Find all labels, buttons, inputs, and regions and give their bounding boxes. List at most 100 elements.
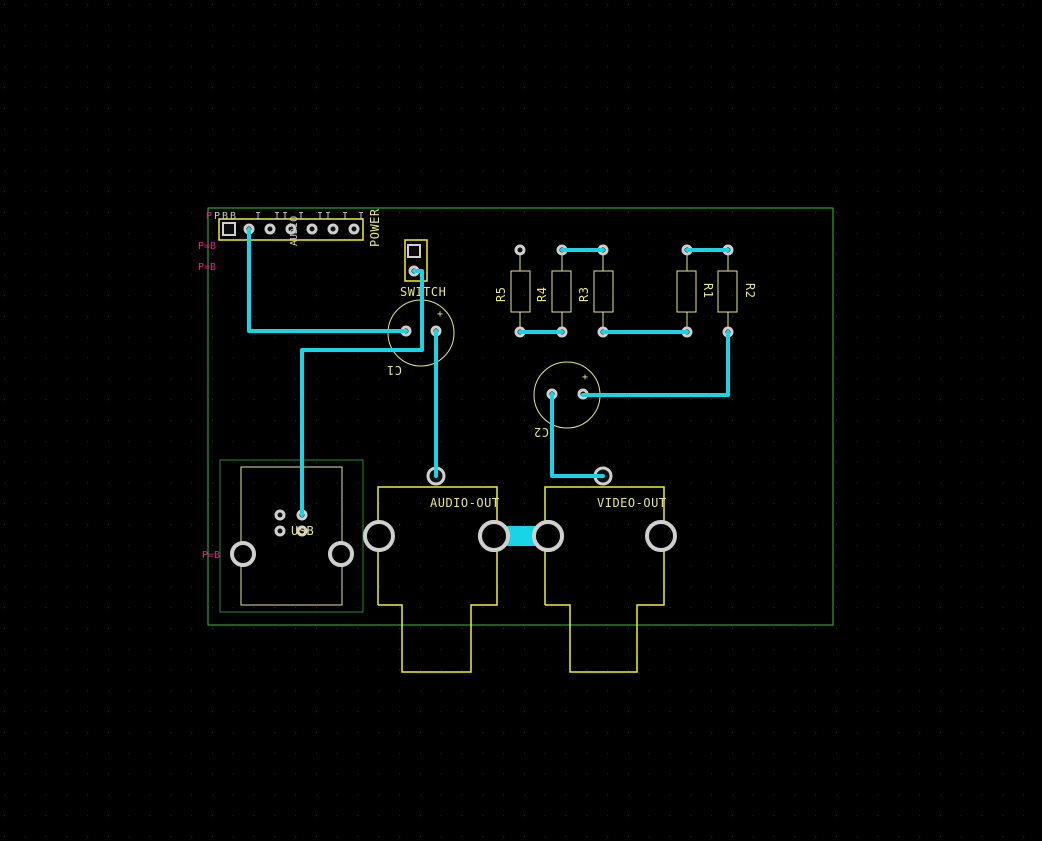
grid-dot — [815, 586, 817, 588]
grid-dot — [836, 45, 837, 47]
grid-dot — [544, 773, 546, 775]
grid-dot — [1023, 586, 1025, 588]
trace-usb-to-switch[interactable] — [300, 269, 424, 517]
grid-dot — [336, 711, 338, 713]
grid-dot — [295, 524, 297, 525]
grid-dot — [628, 711, 629, 713]
grid-dot — [669, 607, 671, 609]
grid-dot — [1002, 648, 1004, 650]
video-out-pad-right[interactable] — [645, 520, 677, 552]
grid-dot — [607, 732, 609, 733]
grid-dot — [856, 461, 858, 463]
usb-mount-left[interactable] — [230, 541, 256, 567]
grid-dot — [732, 149, 733, 151]
grid-dot — [960, 336, 962, 338]
grid-dot — [669, 357, 671, 359]
grid-dot — [149, 399, 151, 401]
grid-dot — [690, 191, 692, 193]
usb-mount-right[interactable] — [328, 541, 354, 567]
grid-dot — [628, 87, 629, 89]
grid-dot — [191, 191, 193, 193]
grid-dot — [648, 66, 650, 68]
grid-dot — [607, 440, 609, 442]
grid-dot — [586, 24, 588, 26]
grid-dot — [565, 128, 567, 130]
grid-dot — [1002, 420, 1004, 421]
grid-dot — [399, 253, 401, 255]
grid-dot — [212, 4, 213, 5]
grid-dot — [45, 295, 47, 297]
usb-pad-3[interactable] — [274, 525, 286, 537]
usb-connector[interactable] — [219, 459, 364, 613]
switch-pad-1[interactable] — [407, 244, 421, 258]
grid-dot — [1002, 378, 1004, 380]
grid-dot — [732, 607, 733, 609]
grid-dot — [628, 482, 629, 484]
c2-label: C2 — [534, 425, 549, 439]
grid-dot — [482, 149, 484, 151]
grid-dot — [877, 420, 879, 421]
grid-dot — [440, 24, 442, 26]
grid-dot — [981, 66, 983, 68]
grid-dot — [4, 170, 5, 172]
grid-dot — [378, 108, 380, 109]
grid-dot — [773, 399, 775, 401]
grid-dot — [149, 212, 151, 213]
grid-dot — [191, 108, 193, 109]
grid-dot — [752, 836, 754, 837]
grid-dot — [856, 108, 858, 109]
grid-dot — [45, 544, 47, 546]
pin-label-6: I — [274, 211, 280, 222]
header-pin-5[interactable] — [306, 223, 318, 235]
header-pin-4[interactable] — [285, 223, 297, 235]
grid-dot — [482, 357, 484, 359]
usb-pad-4[interactable] — [296, 525, 308, 537]
grid-dot — [898, 66, 900, 68]
grid-dot — [524, 752, 525, 754]
grid-dot — [149, 4, 151, 5]
grid-dot — [919, 399, 921, 401]
grid-dot — [669, 815, 671, 817]
grid-dot — [836, 87, 837, 89]
grid-dot — [524, 648, 525, 650]
grid-dot — [960, 24, 962, 26]
grid-dot — [711, 836, 713, 837]
grid-dot — [170, 565, 172, 567]
trace-c2-to-video[interactable] — [550, 392, 605, 478]
grid-dot — [794, 586, 796, 588]
grid-dot — [565, 108, 567, 109]
header-connector[interactable] — [218, 218, 364, 241]
grid-dot — [66, 752, 68, 754]
grid-dot — [149, 232, 151, 234]
grid-dot — [732, 711, 733, 713]
grid-dot — [1023, 461, 1025, 463]
grid-dot — [87, 66, 89, 68]
grid-dot — [4, 232, 5, 234]
audio-out-pad-left[interactable] — [363, 520, 395, 552]
grid-dot — [66, 149, 68, 151]
grid-dot — [191, 503, 193, 505]
grid-dot — [752, 399, 754, 401]
grid-dot — [836, 253, 837, 255]
grid-dot — [690, 212, 692, 213]
grid-dot — [253, 794, 255, 796]
grid-dot — [4, 128, 5, 130]
trace-header-to-c1[interactable] — [247, 227, 408, 333]
grid-dot — [544, 732, 546, 733]
header-pin-1[interactable] — [222, 222, 236, 236]
grid-dot — [836, 565, 837, 567]
grid-dot — [503, 648, 505, 650]
usb-pad-1[interactable] — [274, 509, 286, 521]
header-pin-6[interactable] — [327, 223, 339, 235]
trace-r2-to-c2[interactable] — [581, 330, 730, 397]
header-pin-7[interactable] — [348, 223, 360, 235]
r5-pad-top[interactable] — [514, 244, 526, 256]
grid-dot — [711, 648, 713, 650]
grid-dot — [732, 170, 733, 172]
grid-dot — [919, 170, 921, 172]
header-pin-3[interactable] — [264, 223, 276, 235]
grid-dot — [232, 794, 234, 796]
grid-dot — [66, 544, 68, 546]
grid-dot — [628, 128, 629, 130]
